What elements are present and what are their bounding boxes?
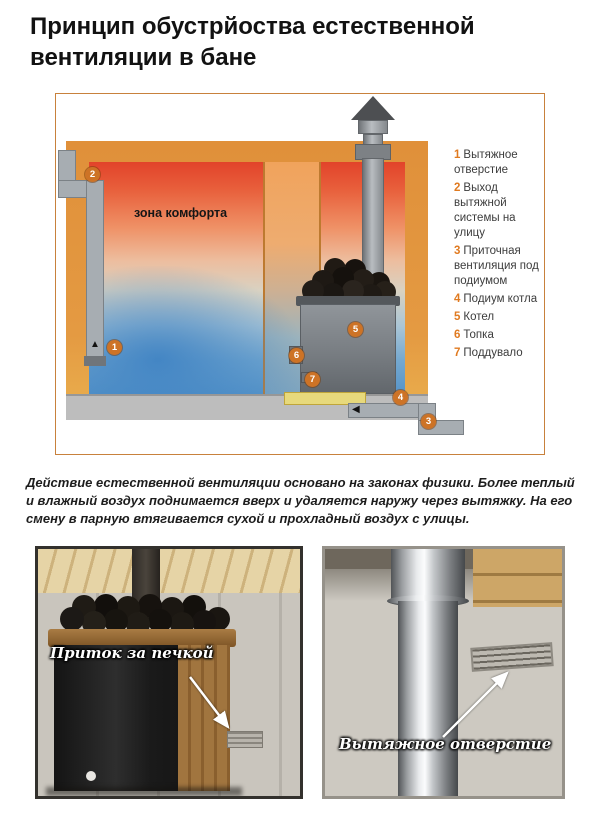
inflow-vent-grille [227,731,263,748]
cold-air-zone [89,266,304,396]
page-title-line2: вентиляции в бане [30,43,257,71]
legend-label: Приточная вентиляция под подиумом [454,245,539,287]
ventilation-diagram: зона комфорта ▲ ◀ 1 2 3 4 5 6 7 [55,93,545,455]
airflow-up-arrow: ▲ [90,339,100,350]
chimney-pipe [362,158,384,304]
legend-number: 4 [454,293,461,305]
marker-4-podium: 4 [393,390,408,405]
legend-number: 6 [454,329,461,341]
airflow-left-arrow: ◀ [352,404,360,415]
chimney-cap-base [358,120,388,134]
ceiling-planks [38,549,300,593]
description-text: Действие естественной вентиляции основан… [26,475,575,526]
marker-5-boiler: 5 [348,322,363,337]
stove-wood-rim [48,629,236,647]
page-title-line1: Принцип обустрйоства естественной [30,13,475,40]
stove-shadow [46,787,242,796]
page-title: Принцип обустрйоства естественной вентиля… [30,12,570,73]
exhaust-arrow-icon [442,671,509,738]
wood-beam [473,549,562,607]
stove-photo-caption: Приток за печкой [50,644,214,662]
legend-number: 7 [454,347,461,359]
marker-7-ashpit: 7 [305,372,320,387]
comfort-zone-label: зона комфорта [134,206,228,220]
chimney-photo: Вытяжное отверстие [322,546,565,799]
exhaust-opening [84,356,106,366]
chimney-photo-caption: Вытяжное отверстие [339,735,552,753]
legend-label: Выход вытяжной системы на улицу [454,182,516,239]
inflow-arrow-icon [189,676,230,729]
exhaust-duct-vertical [86,180,104,362]
stove-photo: Приток за печкой [35,546,303,799]
boiler-podium [284,392,366,405]
marker-1-exhaust-opening: 1 [107,340,122,355]
chimney-cap-icon [351,96,395,120]
legend-label: Топка [463,329,494,341]
legend-label: Подиум котла [463,293,538,305]
legend-number: 1 [454,149,461,161]
chimney-pipe-upper [391,549,465,601]
legend-number: 3 [454,245,461,257]
marker-3-supply-vent: 3 [421,414,436,429]
stove-rock-tray [296,296,400,306]
legend-number: 5 [454,311,461,323]
stove-rocks [60,607,84,631]
legend-label: Котел [463,311,495,323]
legend-number: 2 [454,182,461,194]
marker-2-exhaust-outlet: 2 [85,167,100,182]
marker-6-firebox: 6 [289,348,304,363]
legend-label: Поддувало [463,347,523,359]
chimney-pipe-lower [398,601,458,796]
boiler-body [300,304,396,394]
stove-valve [86,771,96,781]
legend-label: Вытяжное отверстие [454,149,518,176]
stove-chimney [132,549,160,613]
